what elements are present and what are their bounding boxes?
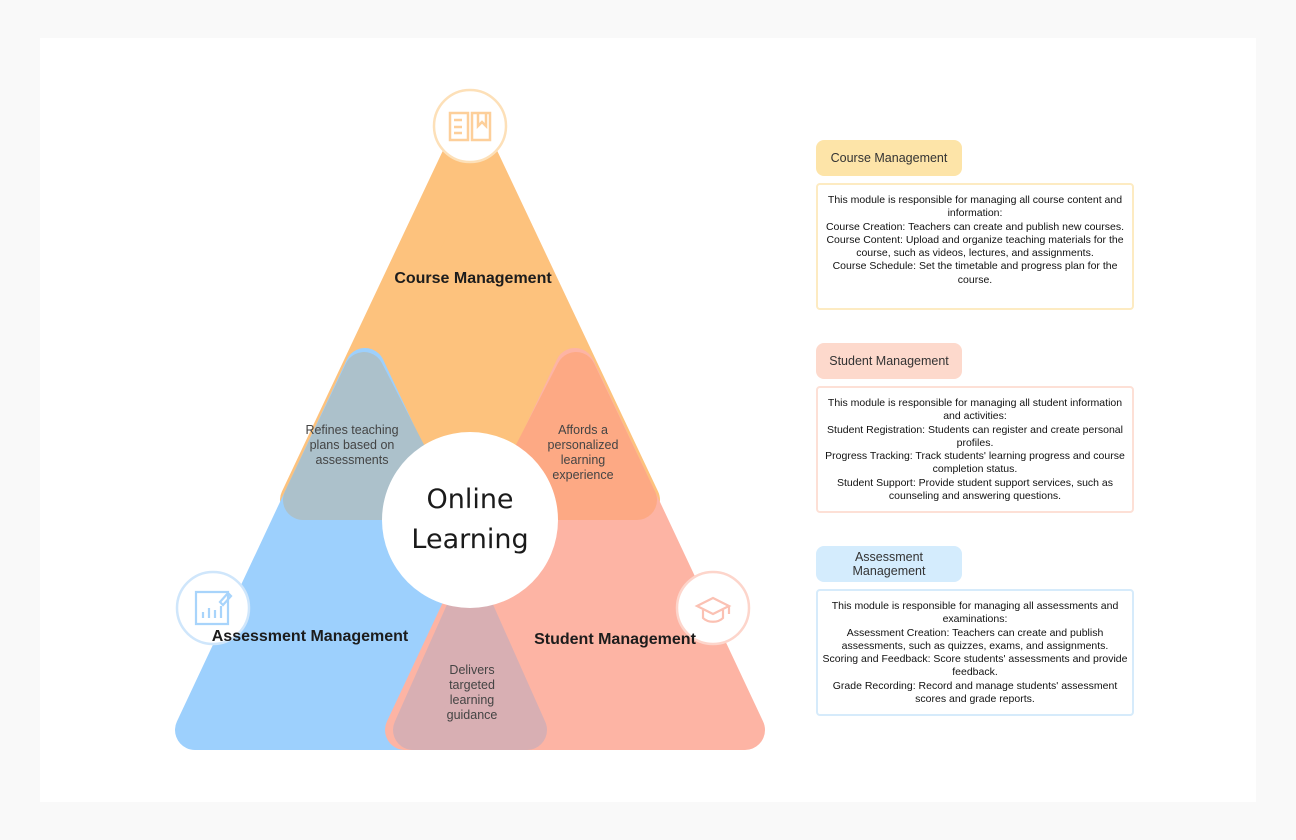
module-title-assessment: Assessment Management [816, 546, 962, 582]
description-line: This module is responsible for managing … [827, 194, 1123, 220]
module-description-student: This module is responsible for managing … [816, 386, 1134, 513]
overlap-text-course-student: Affords a personalized learning experien… [547, 423, 619, 482]
module-title-course: Course Management [816, 140, 962, 176]
description-line: Course Schedule: Set the timetable and p… [832, 260, 1118, 286]
description-line: Progress Tracking: Track students' learn… [825, 450, 1125, 476]
center-title-line2: Learning [411, 524, 529, 555]
book-icon [432, 88, 508, 164]
graduation-cap-icon [675, 570, 751, 646]
description-line: Student Registration: Students can regis… [827, 423, 1123, 449]
overlap-text-assessment-student: Delivers targeted learning guidance [446, 663, 498, 722]
module-description-assessment: This module is responsible for managing … [816, 589, 1134, 716]
description-line: Course Content: Upload and organize teac… [826, 233, 1124, 260]
overlap-text-course-assessment: Refines teaching plans based on assessme… [305, 423, 399, 467]
chart-pencil-icon [175, 570, 251, 646]
center-title-line1: Online [426, 484, 514, 515]
description-line: Grade Recording: Record and manage stude… [832, 679, 1118, 706]
section-label-student: Student Management [534, 631, 696, 648]
center-circle [382, 432, 558, 608]
description-line: Course Creation: Teachers can create and… [825, 220, 1125, 233]
description-line: This module is responsible for managing … [827, 397, 1123, 423]
section-label-course: Course Management [394, 270, 552, 287]
module-title-student: Student Management [816, 343, 962, 379]
description-line: Assessment Creation: Teachers can create… [841, 626, 1109, 652]
description-line: Scoring and Feedback: Score students' as… [822, 653, 1128, 679]
module-description-course: This module is responsible for managing … [816, 183, 1134, 310]
section-label-assessment: Assessment Management [211, 628, 409, 645]
overlap-assessment-student [393, 582, 547, 750]
description-line: This module is responsible for managing … [831, 600, 1119, 626]
overlap-course-student [490, 352, 657, 520]
description-line: Student Support: Provide student support… [836, 476, 1114, 503]
overlap-course-assessment [283, 352, 450, 520]
